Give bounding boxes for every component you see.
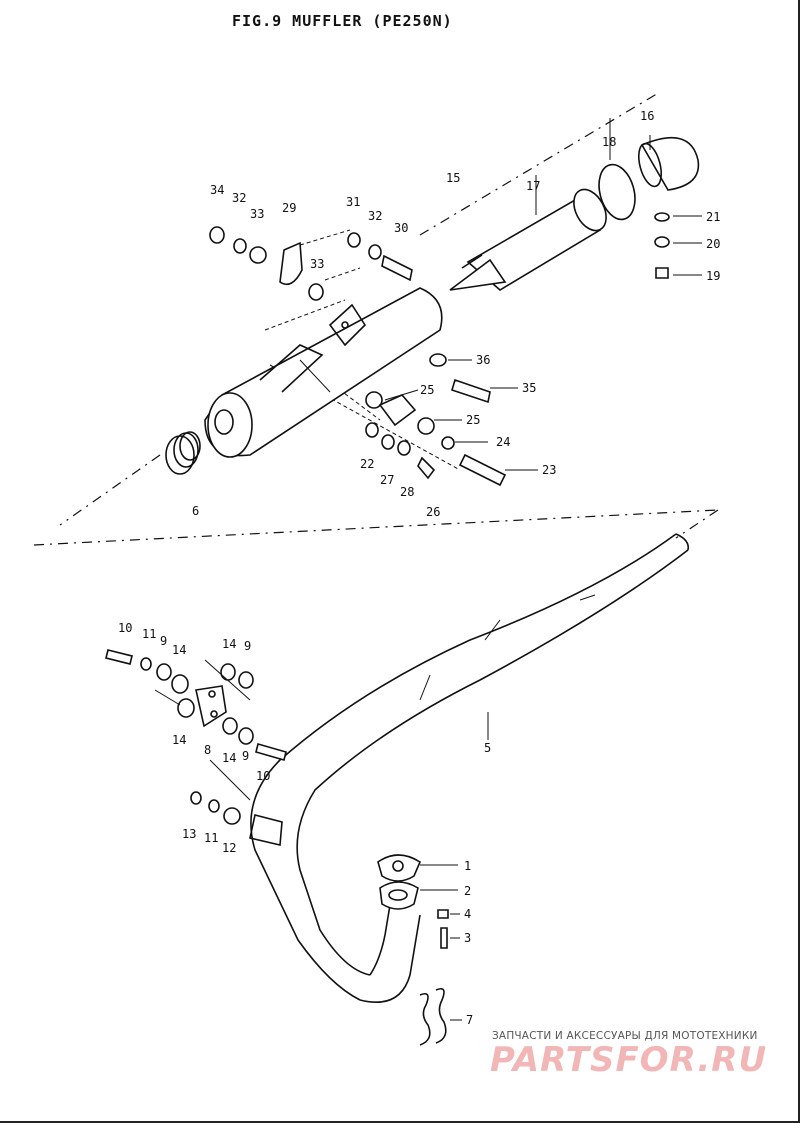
callout-15: 15 (446, 171, 460, 185)
callout-8: 8 (204, 743, 211, 757)
callout-30: 30 (394, 221, 408, 235)
part-5-exhaust-pipe (249, 533, 690, 1004)
callout-1: 1 (464, 859, 471, 873)
part-16-end-cap (637, 136, 700, 191)
hardware-19-21 (654, 212, 670, 279)
callout-25a: 25 (420, 383, 434, 397)
callout-17: 17 (526, 179, 540, 193)
callout-10a: 10 (118, 621, 132, 635)
callout-6: 6 (192, 504, 199, 518)
callout-33a: 33 (250, 207, 264, 221)
bracket-assembly (105, 649, 287, 825)
callout-26: 26 (426, 505, 440, 519)
callout-10b: 10 (256, 769, 270, 783)
callout-32b: 32 (368, 209, 382, 223)
guide-line-to-pipe (675, 509, 719, 539)
callout-28: 28 (400, 485, 414, 499)
part-17-tail-pipe (449, 188, 607, 291)
callout-3: 3 (464, 931, 471, 945)
guide-line-bracket (299, 229, 351, 246)
part-18-ring (598, 163, 636, 221)
callout-24: 24 (496, 435, 510, 449)
callout-27: 27 (380, 473, 394, 487)
callout-7: 7 (466, 1013, 473, 1027)
part-6-end-cap (165, 431, 201, 475)
callout-14c: 14 (172, 733, 186, 747)
callout-18: 18 (602, 135, 616, 149)
silencer-body (204, 287, 443, 458)
watermark-tagline: ЗАПЧАСТИ И АКСЕССУАРЫ ДЛЯ МОТОТЕХНИКИ (492, 1030, 758, 1042)
callout-14a: 14 (172, 643, 186, 657)
callout-4: 4 (464, 907, 471, 921)
callout-14d: 14 (222, 751, 236, 765)
callout-36: 36 (476, 353, 490, 367)
callout-22: 22 (360, 457, 374, 471)
callout-19: 19 (706, 269, 720, 283)
callout-9c: 9 (242, 749, 249, 763)
callout-29: 29 (282, 201, 296, 215)
callout-32a: 32 (232, 191, 246, 205)
callout-11b: 11 (204, 831, 218, 845)
watermark-brand-logo[interactable]: PARTSFOR.RU (490, 1040, 768, 1080)
guide-line-mount (264, 299, 346, 331)
callout-14b: 14 (222, 637, 236, 651)
callout-31: 31 (346, 195, 360, 209)
callout-11a: 11 (142, 627, 156, 641)
callout-33b: 33 (310, 257, 324, 271)
callout-13: 13 (182, 827, 196, 841)
frame-right-edge (798, 0, 800, 1123)
leader-ticks (384, 118, 702, 1021)
guide-line-upper (419, 91, 661, 236)
callout-20: 20 (706, 237, 720, 251)
callout-2: 2 (464, 884, 471, 898)
part-1-flange (377, 854, 422, 882)
hardware-lower (365, 353, 507, 487)
callout-35: 35 (522, 381, 536, 395)
part-3-stud (440, 927, 448, 949)
guide-line-horizontal (33, 509, 719, 546)
callout-25b: 25 (466, 413, 480, 427)
callout-21: 21 (706, 210, 720, 224)
callout-23: 23 (542, 463, 556, 477)
callout-34: 34 (210, 183, 224, 197)
callout-16: 16 (640, 109, 654, 123)
callout-9b: 9 (244, 639, 251, 653)
frame-bottom-edge (0, 1121, 800, 1123)
guide-line-left (59, 454, 161, 526)
callout-9a: 9 (160, 634, 167, 648)
callout-12: 12 (222, 841, 236, 855)
part-4-nut (437, 909, 449, 919)
guide-line-washer (324, 267, 361, 281)
part-7-springs (419, 987, 447, 1046)
callout-5: 5 (484, 741, 491, 755)
hardware-upper-left (209, 226, 413, 301)
part-2-gasket (379, 881, 419, 910)
figure-title: FIG.9 MUFFLER (PE250N) (232, 12, 453, 30)
